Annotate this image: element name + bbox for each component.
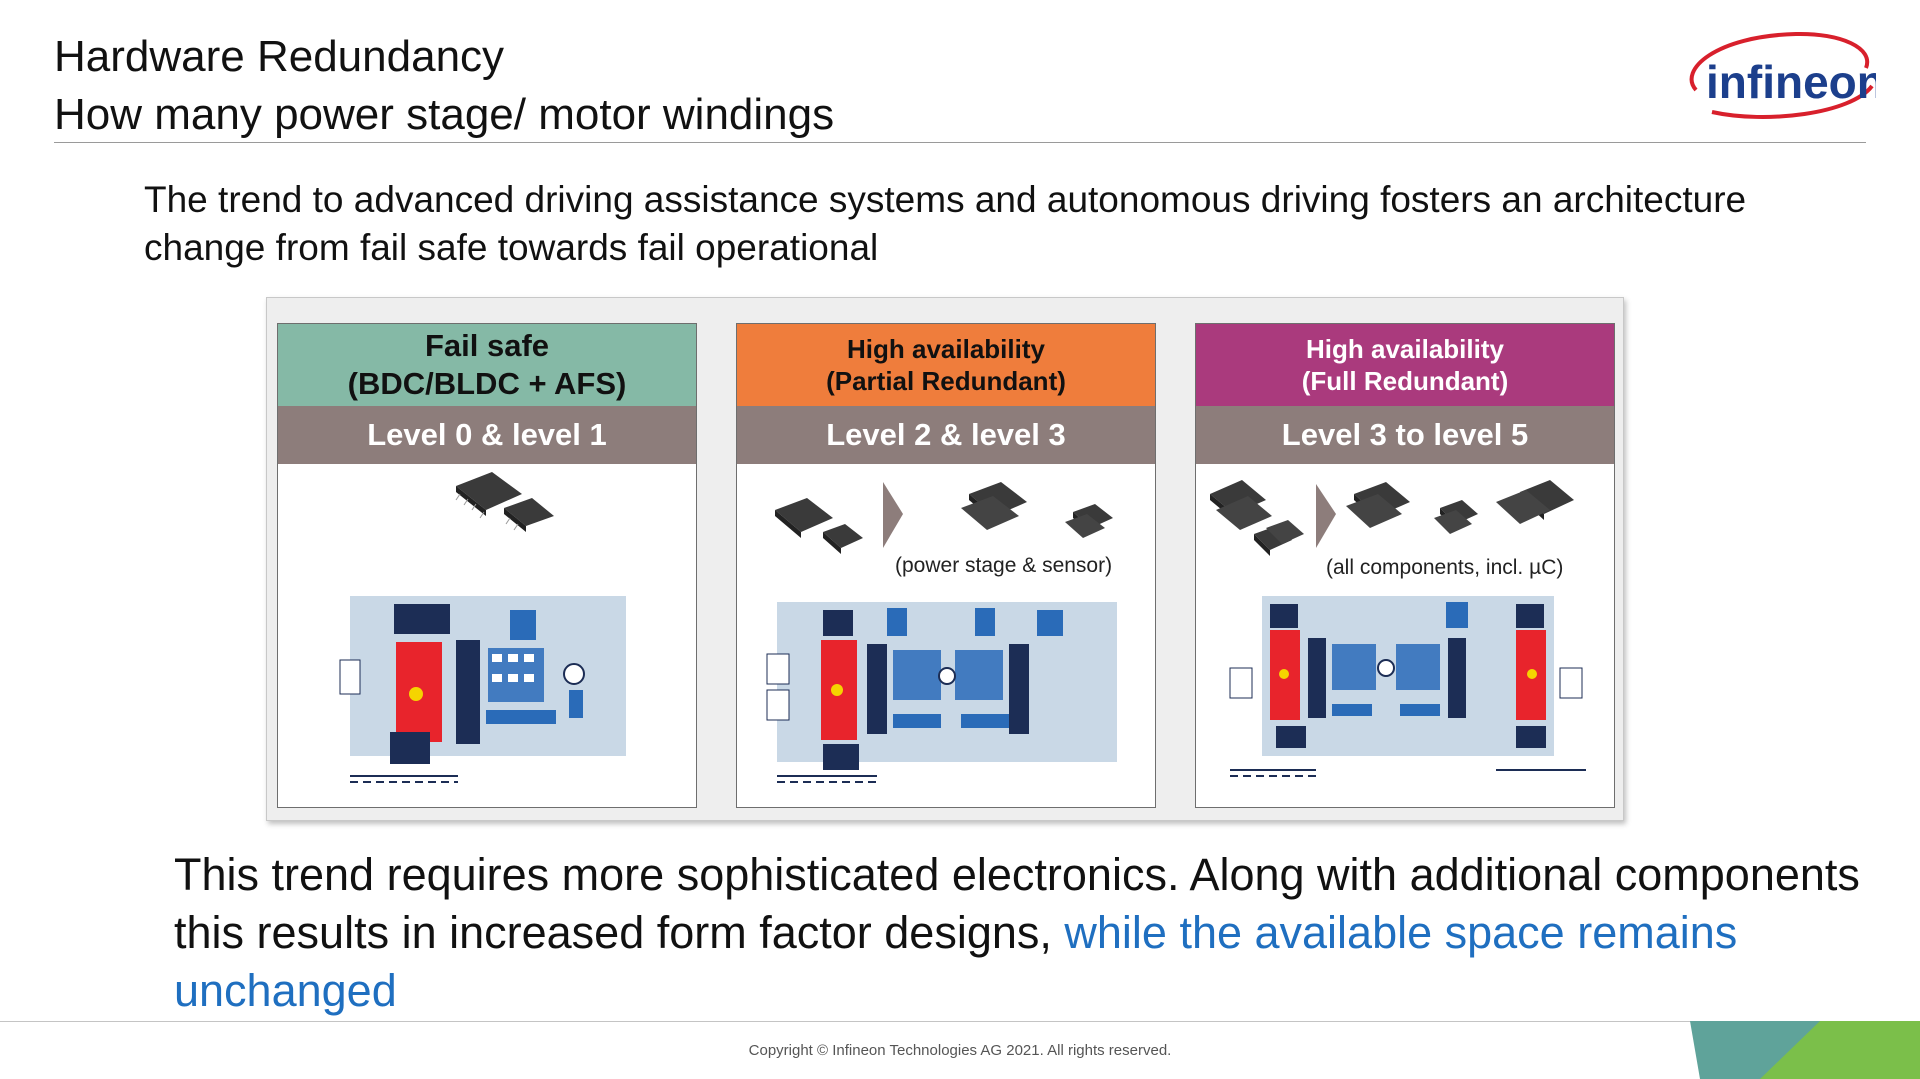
chip-image [961,482,1113,538]
chip-image [1346,480,1574,534]
block-diagram [766,602,1117,783]
chip-image [1210,480,1304,556]
conclusion-highlight: while the available space remains unchan… [174,907,1738,1016]
column-subtitle: (BDC/BLDC + AFS) [347,366,627,401]
arrow-icon [1316,484,1336,548]
intro-text: The trend to advanced driving assistance… [144,179,1747,268]
column-partial-redundant: High availability (Partial Redundant) Le… [736,323,1156,808]
chip-image [455,472,554,532]
column-title: Fail safe [424,328,550,363]
title-divider [54,142,1866,143]
column-header: High availability (Full Redundant) [1196,324,1614,406]
partial-redundant-illustration [766,482,1117,783]
infineon-logo: infineon [1689,31,1876,119]
level-bar: Level 2 & level 3 [737,406,1155,464]
column-header: High availability (Partial Redundant) [737,324,1155,406]
column-title: High availability [1306,334,1504,364]
logo-wordmark: infineon [1706,56,1876,108]
fail-safe-illustration [339,472,626,783]
column-fail-safe: Fail safe (BDC/BLDC + AFS) Level 0 & lev… [277,323,697,808]
conclusion-main: This trend requires more sophisticated e… [174,849,1860,958]
column-body: (power stage & sensor) [737,464,1155,807]
full-redundant-illustration [1210,480,1586,777]
column-body [278,464,696,807]
column-full-redundant: High availability (Full Redundant) Level… [1195,323,1615,808]
chip-note: (power stage & sensor) [895,554,1113,577]
corner-decoration [1690,1021,1920,1079]
arrow-icon [883,482,903,548]
level-bar: Level 0 & level 1 [278,406,696,464]
chip-note: (all components, incl. µC) [1326,556,1564,579]
level-bar: Level 3 to level 5 [1196,406,1614,464]
block-diagram [1229,596,1586,777]
footer-divider [0,1021,1920,1022]
conclusion-text: This trend requires more sophisticated e… [174,846,1874,1020]
copyright-text: Copyright © Infineon Technologies AG 202… [748,1042,1172,1059]
slide-title: Hardware Redundancy How many power stage… [54,28,834,144]
column-subtitle: (Partial Redundant) [826,366,1066,396]
slide-title-line2: How many power stage/ motor windings [54,90,835,139]
chip-image [775,498,863,554]
column-header: Fail safe (BDC/BLDC + AFS) [278,324,696,406]
slide-title-line1: Hardware Redundancy [54,32,505,81]
column-subtitle: (Full Redundant) [1301,366,1509,396]
column-body: (all components, incl. µC) [1196,464,1614,807]
column-title: High availability [847,334,1045,364]
block-diagram [339,596,626,783]
